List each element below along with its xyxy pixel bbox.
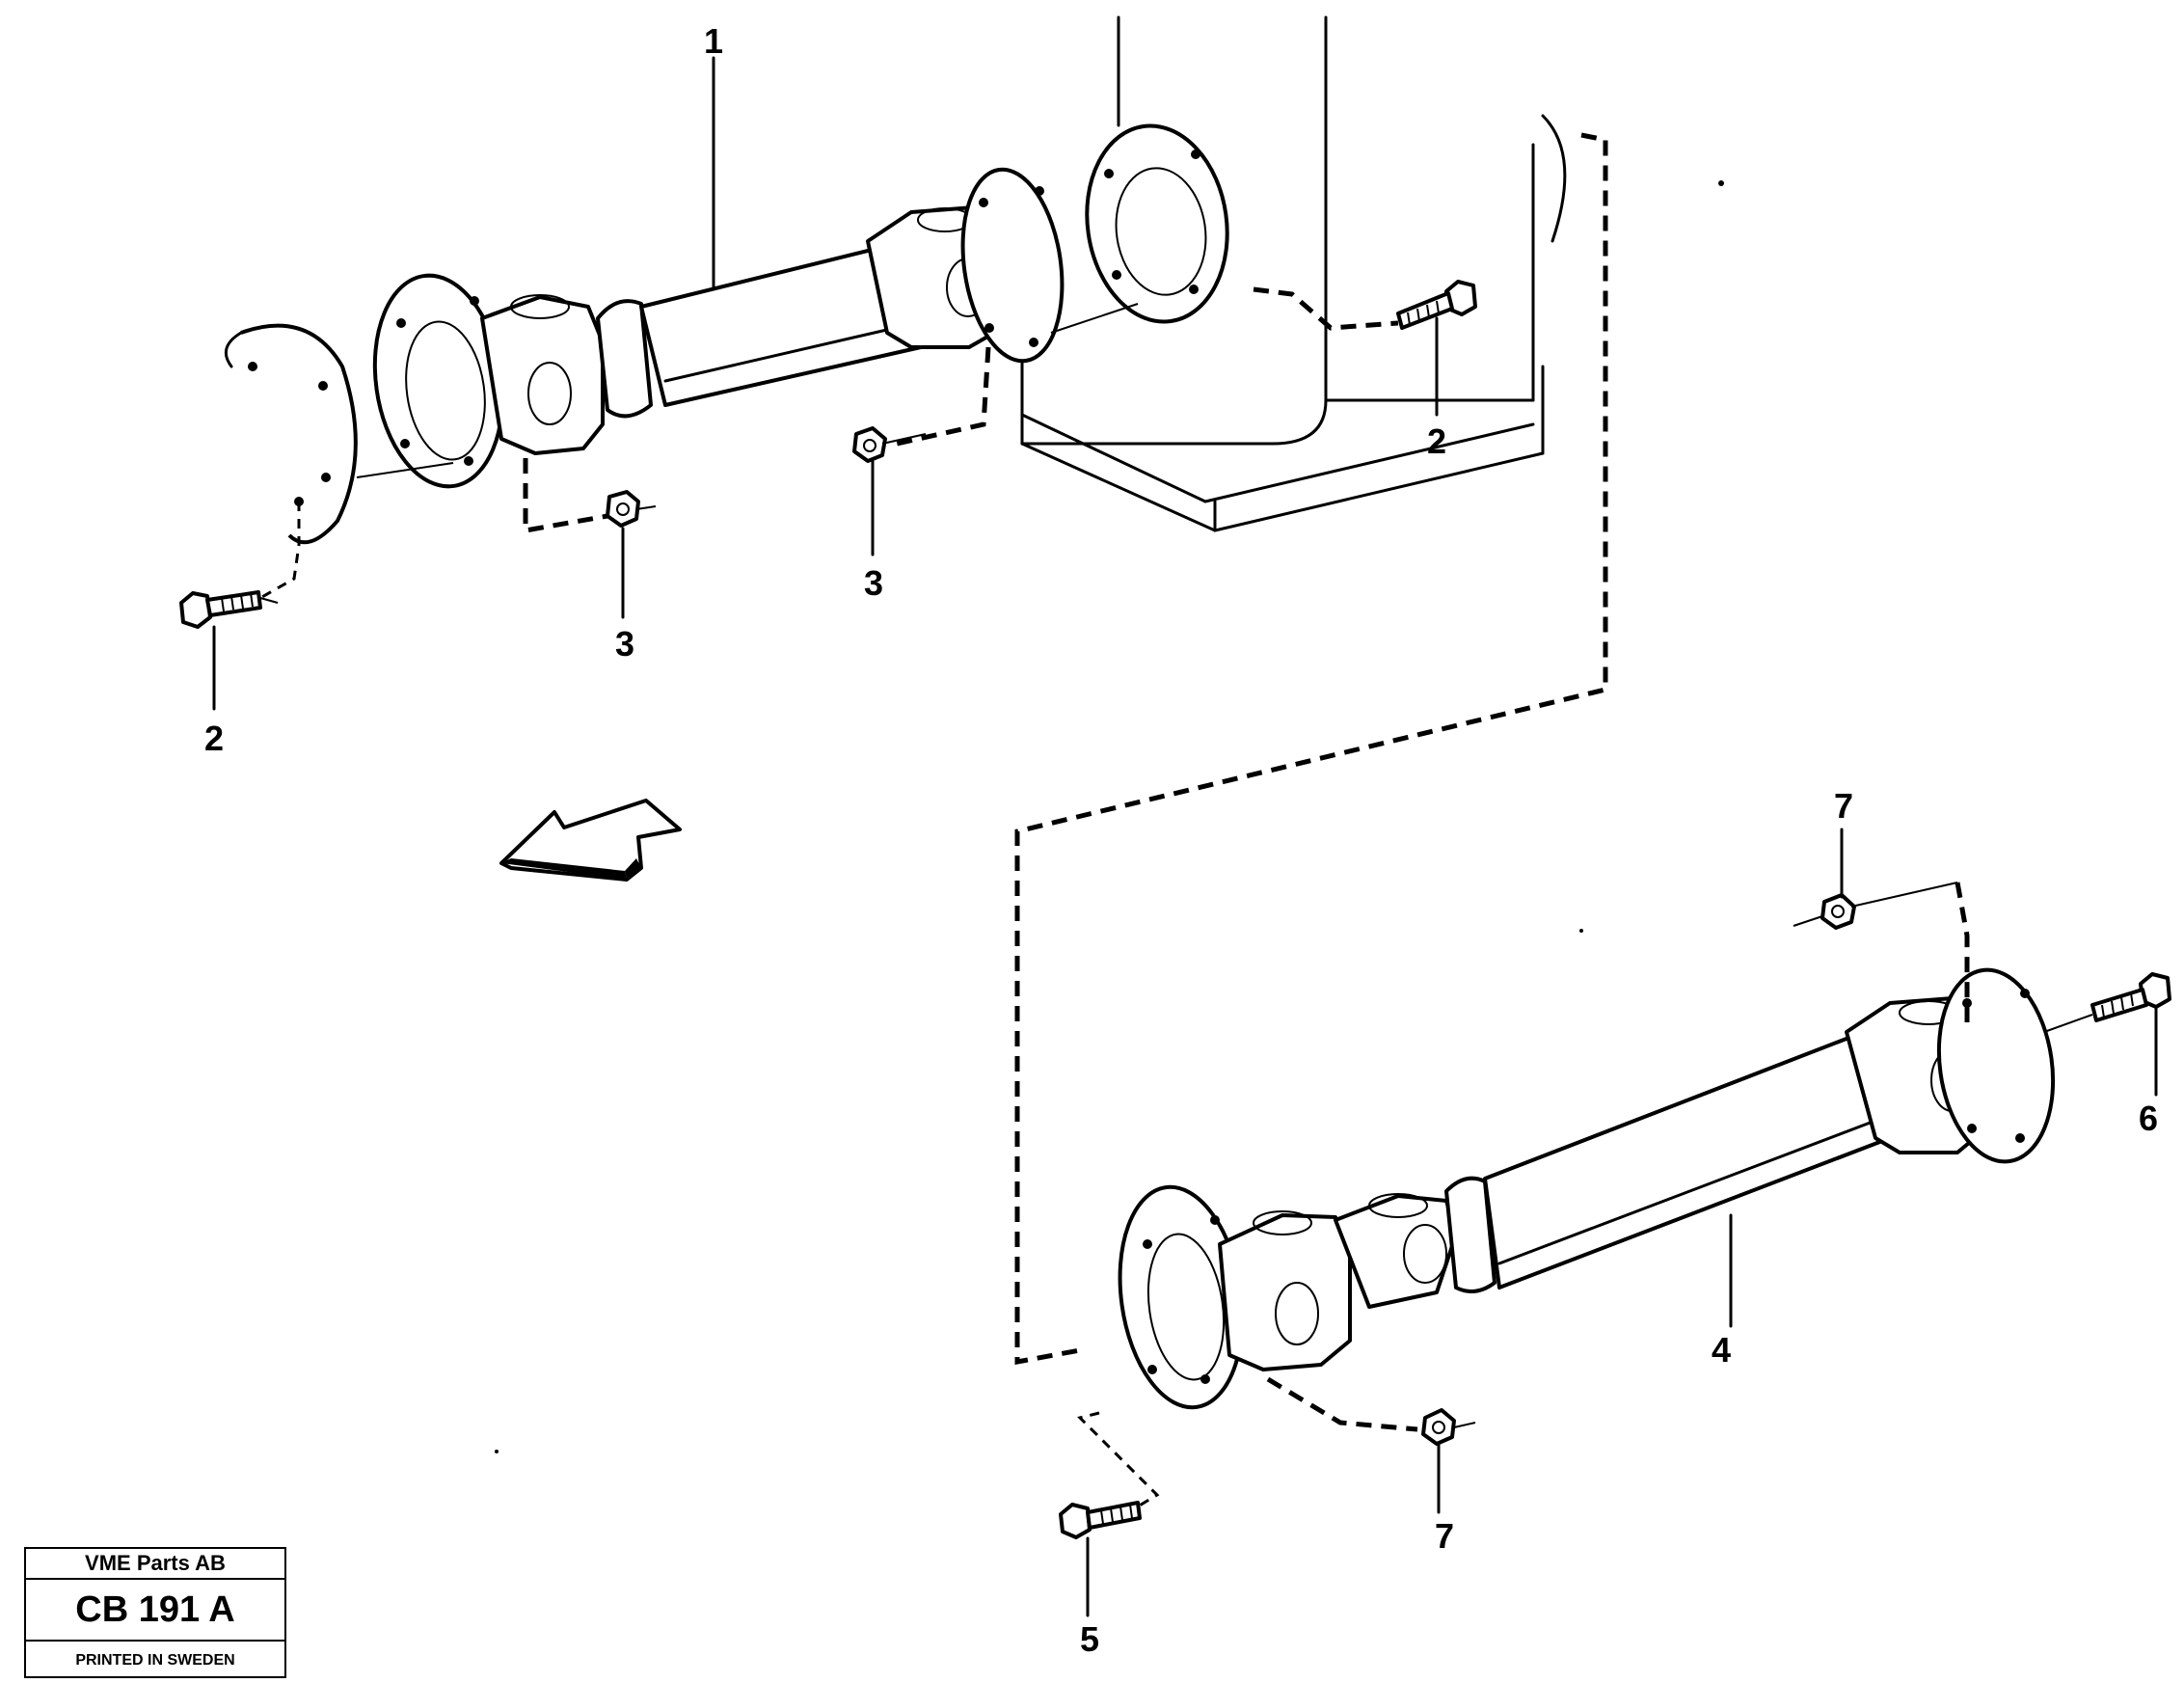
lower-bottom-nut bbox=[1421, 1408, 1456, 1446]
title-block-company: VME Parts AB bbox=[26, 1549, 284, 1580]
lower-propeller-shaft bbox=[1118, 967, 2056, 1410]
lower-assembly-lines bbox=[1077, 882, 2093, 1508]
direction-arrow bbox=[499, 799, 682, 882]
gearbox-flange bbox=[1085, 123, 1229, 324]
callout-7-top: 7 bbox=[1834, 786, 1853, 826]
callout-3-left: 3 bbox=[615, 624, 634, 664]
upper-left-nut bbox=[606, 490, 640, 528]
callout-2-right: 2 bbox=[1427, 421, 1446, 461]
callout-3-middle: 3 bbox=[864, 563, 883, 603]
title-block-print-note: PRINTED IN SWEDEN bbox=[75, 1652, 235, 1669]
upper-right-bolt bbox=[1396, 280, 1477, 330]
upper-propeller-shaft bbox=[224, 167, 1139, 545]
upper-assembly-lines bbox=[259, 286, 1399, 604]
upper-middle-nut bbox=[852, 426, 887, 463]
lower-upper-nut bbox=[1820, 893, 1856, 930]
callout-2-left: 2 bbox=[204, 719, 224, 758]
title-block-drawing-code: CB 191 A bbox=[26, 1580, 284, 1642]
callout-5: 5 bbox=[1080, 1619, 1099, 1659]
upper-left-bolt bbox=[179, 590, 262, 629]
leader-lines bbox=[212, 56, 2158, 1617]
callout-6: 6 bbox=[2139, 1099, 2158, 1138]
callout-4: 4 bbox=[1712, 1330, 1731, 1370]
gearbox-housing bbox=[1020, 15, 1567, 532]
connection-dashed-line bbox=[1014, 132, 1608, 1366]
callout-7-bottom: 7 bbox=[1435, 1516, 1454, 1556]
lower-right-bolt bbox=[2090, 972, 2171, 1022]
title-block: VME Parts AB CB 191 A PRINTED IN SWEDEN bbox=[24, 1547, 286, 1678]
callout-1: 1 bbox=[704, 21, 723, 61]
lower-left-bolt bbox=[1059, 1501, 1142, 1539]
